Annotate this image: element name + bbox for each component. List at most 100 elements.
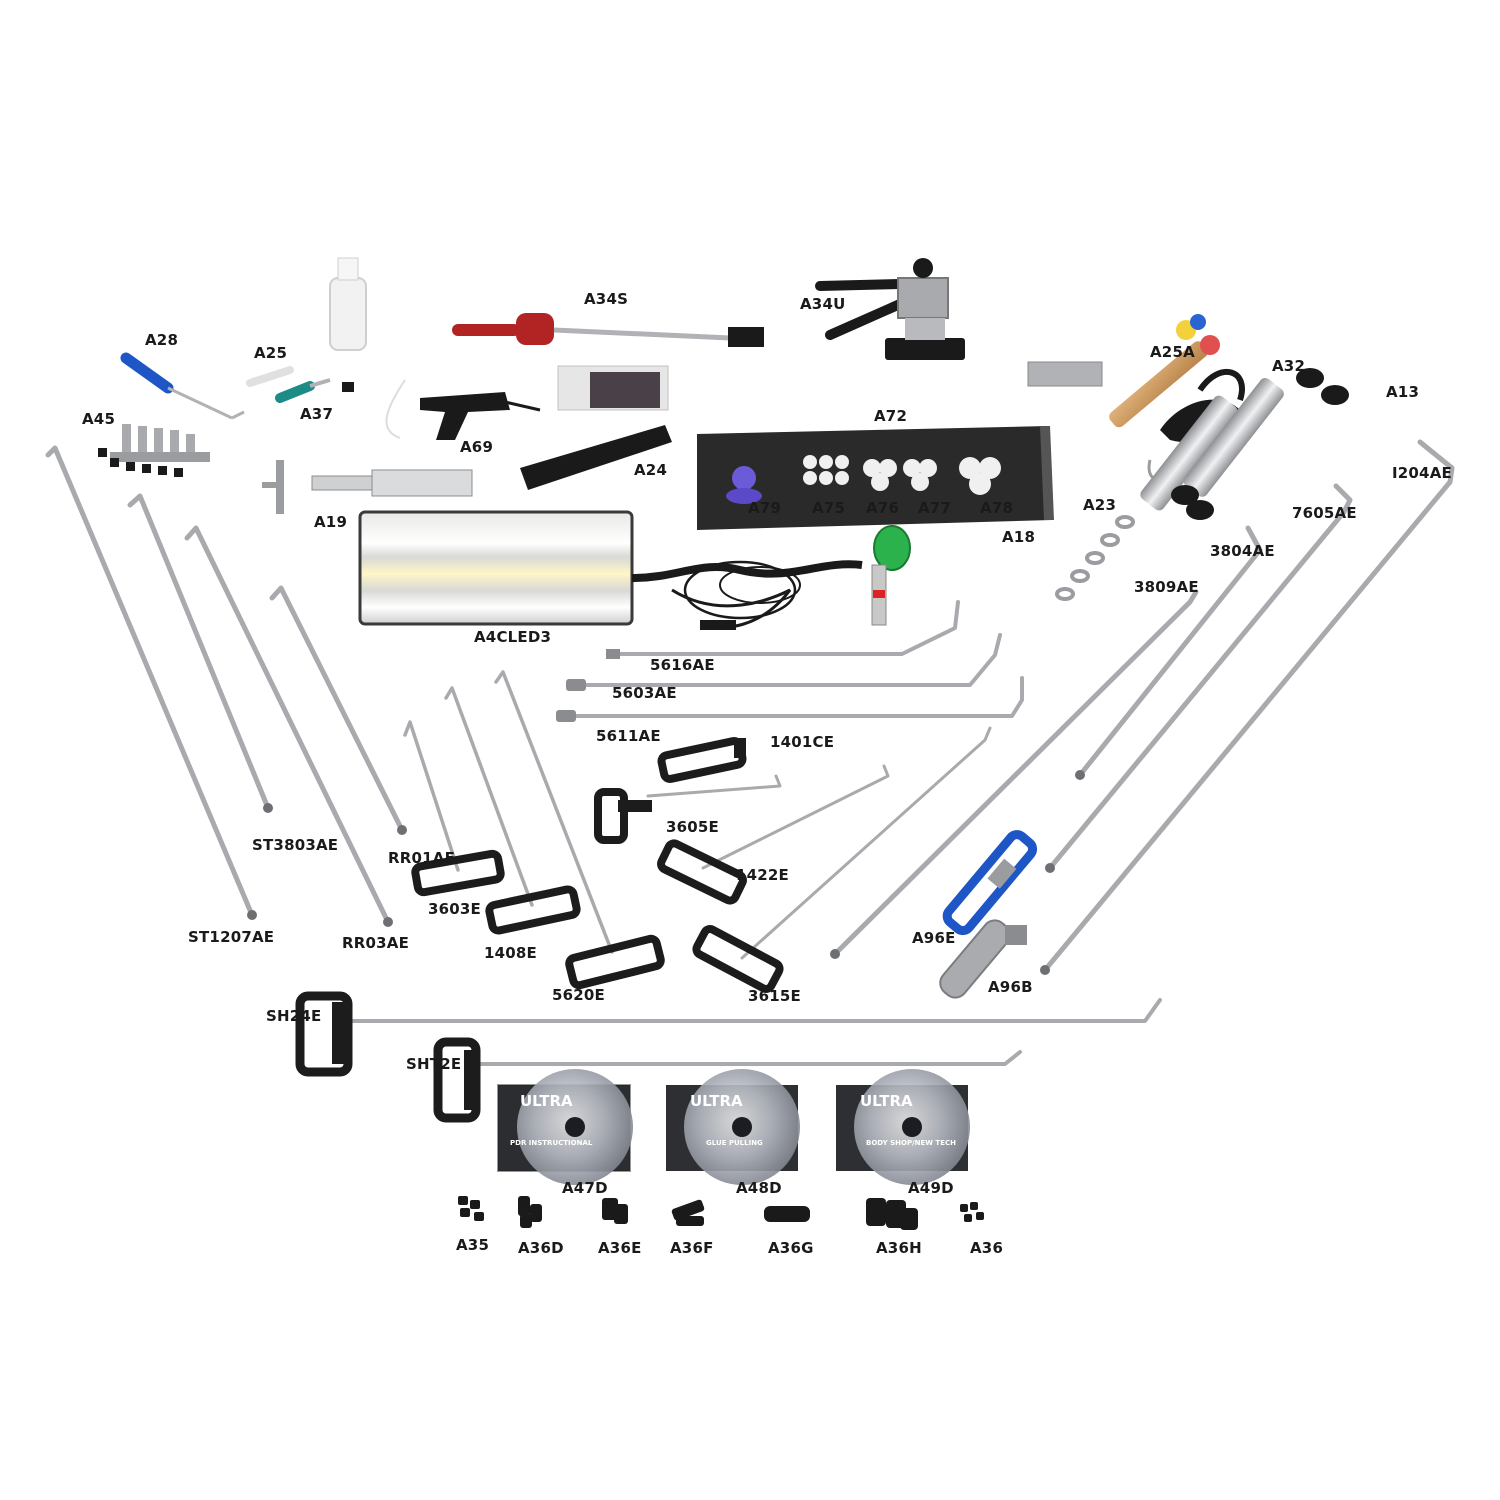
hammer-a25a — [1109, 314, 1220, 428]
rod-5603ae — [566, 633, 1002, 691]
label-5616ae: 5616AE — [650, 656, 715, 674]
label-5603ae: 5603AE — [612, 684, 677, 702]
dvd-title: PDR INSTRUCTIONAL — [510, 1139, 593, 1147]
tool-a34s — [452, 313, 764, 347]
label-st1207ae: ST1207AE — [188, 928, 274, 946]
label-3615e: 3615E — [748, 987, 801, 1005]
label-a32: A32 — [1272, 357, 1305, 375]
label-a79: A79 — [748, 499, 781, 517]
label-a4cled3: A4CLED3 — [474, 628, 551, 646]
label-1401ce: 1401CE — [770, 733, 834, 751]
label-a36g: A36G — [768, 1239, 814, 1257]
label-a96b: A96B — [988, 978, 1033, 996]
label-3605e: 3605E — [666, 818, 719, 836]
label-a18: A18 — [1002, 528, 1035, 546]
label-i204ae: I204AE — [1392, 464, 1452, 482]
tool-a69-glue-gun — [385, 379, 541, 440]
label-a78: A78 — [980, 499, 1013, 517]
tool-a96e — [942, 830, 1038, 936]
label-a47d: A47D — [562, 1179, 608, 1197]
tool-a24-wedge — [520, 425, 672, 490]
dvd-a47d: ULTRA PDR INSTRUCTIONAL — [497, 1069, 633, 1185]
label-7605ae: 7605AE — [1292, 504, 1357, 522]
label-3804ae: 3804AE — [1210, 542, 1275, 560]
label-3809ae: 3809AE — [1134, 578, 1199, 596]
dvd-brand: ULTRA — [860, 1092, 913, 1110]
rod-5611ae — [556, 676, 1024, 722]
tool-a34u — [815, 258, 965, 360]
label-a19: A19 — [314, 513, 347, 531]
label-a13: A13 — [1386, 383, 1419, 401]
label-a75: A75 — [812, 499, 845, 517]
tool-a37 — [275, 378, 354, 403]
label-a24: A24 — [634, 461, 667, 479]
dvd-a49d: ULTRA BODY SHOP/NEW TECH — [836, 1069, 970, 1185]
labels: A34S A34U A28 A25 A37 A45 A69 A24 A19 A7… — [82, 290, 1452, 1257]
dvd-title: GLUE PULLING — [706, 1139, 763, 1147]
tool-a25 — [246, 366, 294, 387]
tool-a45 — [98, 424, 210, 477]
label-a36: A36 — [970, 1239, 1003, 1257]
rod-st3803ae — [127, 493, 273, 813]
label-a48d: A48D — [736, 1179, 782, 1197]
dvd-brand: ULTRA — [690, 1092, 743, 1110]
label-a77: A77 — [918, 499, 951, 517]
label-5611ae: 5611AE — [596, 727, 661, 745]
spray-bottle — [329, 257, 367, 351]
label-a35: A35 — [456, 1236, 489, 1254]
tool-3615e — [692, 726, 992, 993]
label-a96e: A96E — [912, 929, 956, 947]
label-a69: A69 — [460, 438, 493, 456]
tool-3605e — [594, 774, 782, 844]
part-a36g — [764, 1206, 810, 1222]
label-st3803ae: ST3803AE — [252, 836, 338, 854]
label-a36d: A36D — [518, 1239, 564, 1257]
dvd-a48d: ULTRA GLUE PULLING — [666, 1069, 800, 1185]
label-3603e: 3603E — [428, 900, 481, 918]
tool-1408e — [444, 686, 581, 935]
label-sht2e: SHT2E — [406, 1055, 461, 1073]
label-a23: A23 — [1083, 496, 1116, 514]
tool-a28 — [120, 352, 245, 420]
rod-7605ae — [1045, 483, 1353, 873]
label-a37: A37 — [300, 405, 333, 423]
part-a36h — [866, 1198, 918, 1230]
label-a36e: A36E — [598, 1239, 642, 1257]
tool-1401ce — [657, 737, 747, 783]
label-sh24e: SH24E — [266, 1007, 321, 1025]
label-5620e: 5620E — [552, 986, 605, 1004]
tool-3603e — [403, 720, 505, 897]
label-a36h: A36H — [876, 1239, 922, 1257]
tool-sht2e — [433, 1037, 1022, 1123]
label-a25a: A25A — [1150, 343, 1195, 361]
tool-1422e — [657, 764, 890, 905]
rod-1204ae — [1040, 439, 1455, 975]
part-a36 — [960, 1202, 984, 1222]
label-a34u: A34U — [800, 295, 845, 313]
tool-a96b — [939, 919, 1027, 999]
dvd-title: BODY SHOP/NEW TECH — [866, 1139, 956, 1147]
label-a45: A45 — [82, 410, 115, 428]
label-a28: A28 — [145, 331, 178, 349]
part-a36f — [671, 1199, 705, 1226]
rod-3804ae — [1075, 525, 1263, 780]
label-a49d: A49D — [908, 1179, 954, 1197]
tool-5620e — [494, 670, 665, 990]
rod-3809ae — [830, 589, 1199, 959]
label-1422e: 1422E — [736, 866, 789, 884]
tool-a19 — [262, 460, 473, 514]
tool-sh24e — [295, 991, 1162, 1077]
label-a76: A76 — [866, 499, 899, 517]
label-rr01ae: RR01AE — [388, 849, 455, 867]
part-a36d — [518, 1196, 542, 1228]
dvd-brand: ULTRA — [520, 1092, 573, 1110]
part-a36e — [602, 1198, 628, 1224]
label-a25: A25 — [254, 344, 287, 362]
chain-a23 — [1055, 515, 1135, 601]
glue-sticks-bag — [557, 365, 669, 411]
rod-5616ae — [606, 600, 960, 659]
part-a35 — [458, 1196, 484, 1221]
label-1408e: 1408E — [484, 944, 537, 962]
label-a34s: A34S — [584, 290, 628, 308]
